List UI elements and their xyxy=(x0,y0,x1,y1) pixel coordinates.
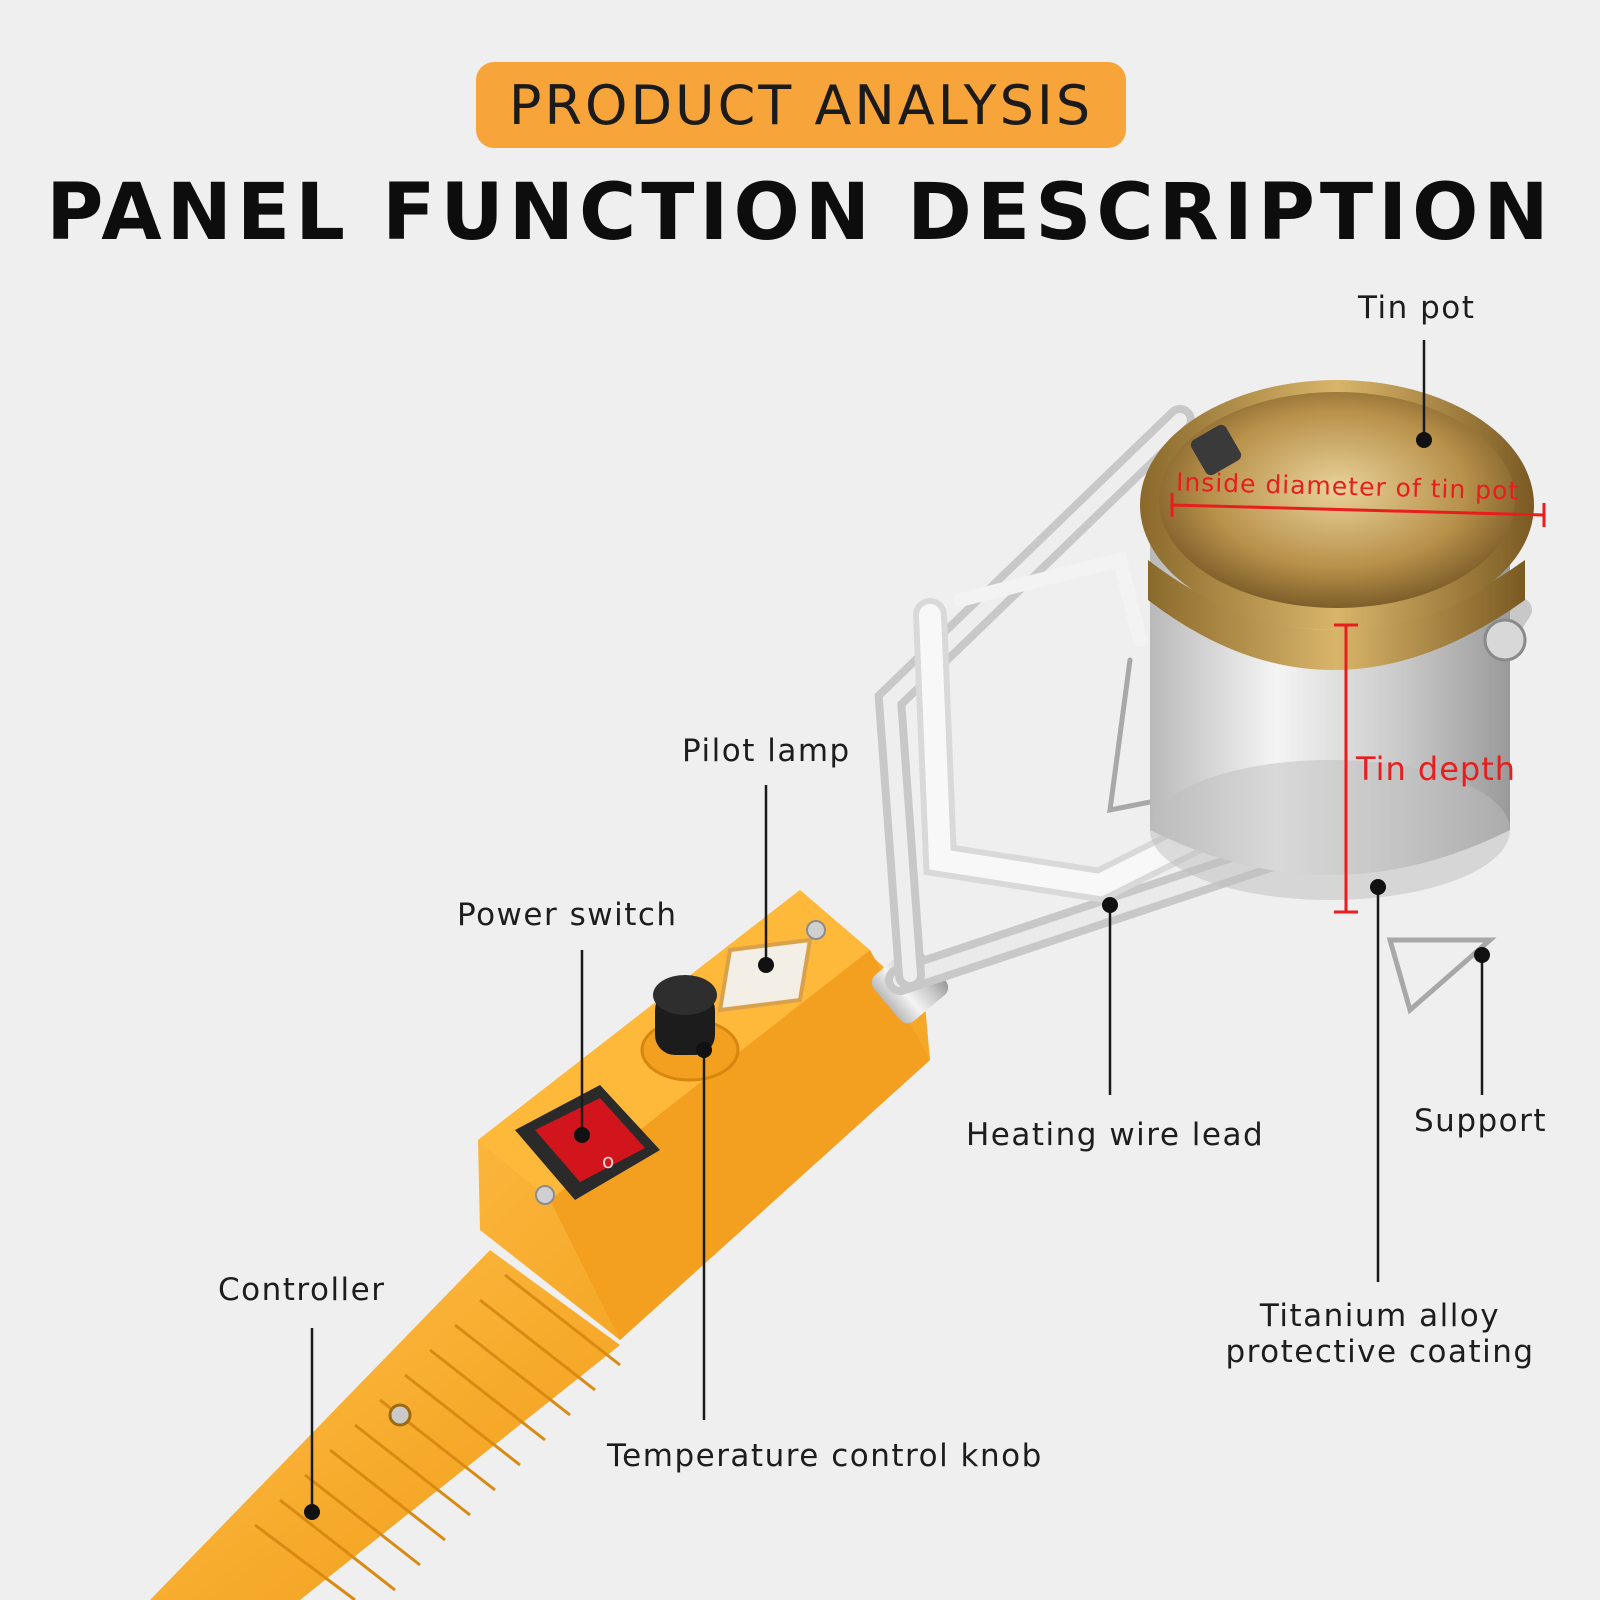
badge-text: PRODUCT ANALYSIS xyxy=(508,73,1094,137)
dimension-lines xyxy=(1170,493,1546,914)
tin-pot xyxy=(1140,380,1534,900)
product-analysis-badge: PRODUCT ANALYSIS xyxy=(476,62,1126,148)
titanium-coating-line2: protective coating xyxy=(1225,1334,1535,1370)
tin-pot-label: Tin pot xyxy=(1358,290,1476,326)
heating-wire-lead-label: Heating wire lead xyxy=(966,1117,1265,1153)
callout-leaders xyxy=(304,340,1490,1520)
pilot-lamp-label: Pilot lamp xyxy=(682,733,851,769)
coating-marker xyxy=(1370,879,1386,895)
heating-wire-marker xyxy=(1102,897,1118,913)
pilot-lamp-marker xyxy=(758,957,774,973)
power-switch-label: Power switch xyxy=(457,897,678,933)
controller-handle xyxy=(150,1250,621,1600)
svg-text:o: o xyxy=(602,1149,614,1173)
page-title: PANEL FUNCTION DESCRIPTION xyxy=(46,168,1554,258)
controller-marker xyxy=(304,1504,320,1520)
knob-marker xyxy=(696,1042,712,1058)
support-marker xyxy=(1474,947,1490,963)
tin-pot-marker xyxy=(1416,432,1432,448)
controller-label: Controller xyxy=(218,1272,386,1308)
titanium-coating-label: Titanium alloy protective coating xyxy=(1225,1298,1535,1370)
support-label: Support xyxy=(1414,1103,1548,1139)
power-switch-marker xyxy=(574,1127,590,1143)
tin-depth-label: Tin depth xyxy=(1356,750,1517,788)
titanium-coating-line1: Titanium alloy xyxy=(1259,1298,1501,1334)
temperature-knob-label: Temperature control knob xyxy=(607,1438,1043,1474)
